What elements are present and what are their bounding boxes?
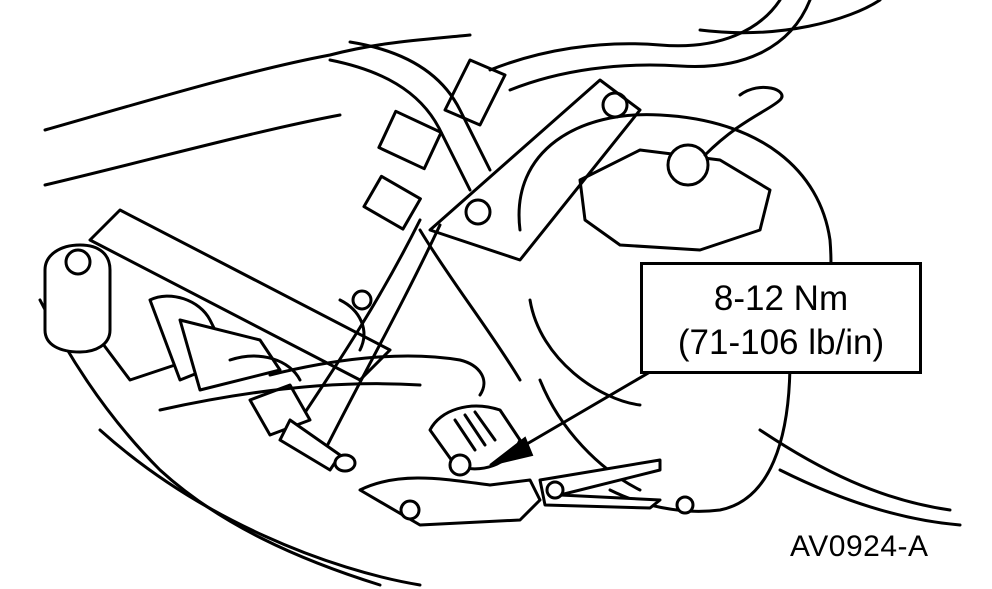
callout-arrow xyxy=(489,370,652,466)
mounting-bracket xyxy=(358,78,642,527)
hose-assembly xyxy=(298,0,812,462)
target-bolt xyxy=(428,404,662,510)
torque-lbin-label: (71-106 lb/in) xyxy=(677,323,885,362)
fuel-rail xyxy=(43,208,486,473)
torque-callout-box: 8-12 Nm (71-106 lb/in) xyxy=(640,262,922,374)
engine-body-outline xyxy=(38,0,962,587)
figure-id-label: AV0924-A xyxy=(790,530,929,563)
torque-nm-label: 8-12 Nm xyxy=(713,279,849,318)
